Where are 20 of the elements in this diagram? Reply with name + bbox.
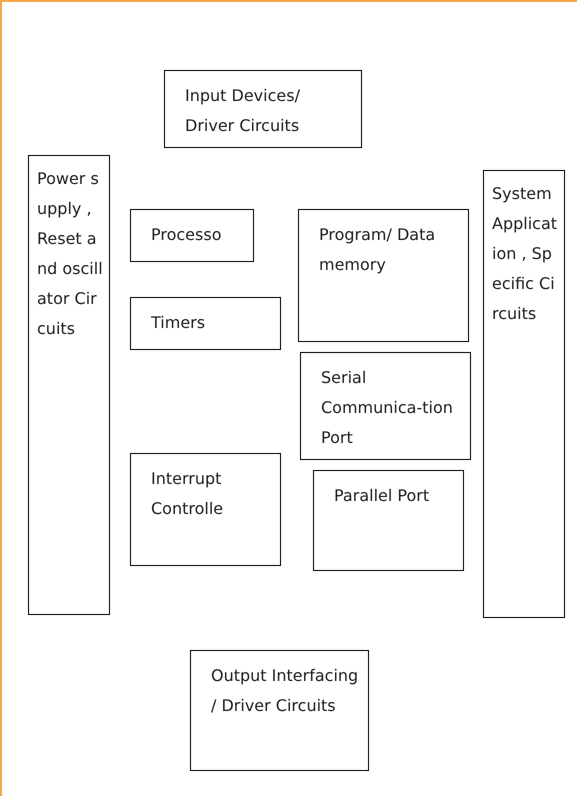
block-box (130, 453, 281, 566)
block-box (313, 470, 464, 571)
block-label: Input Devices/ Driver Circuits (185, 85, 301, 137)
block-label: Processo (151, 224, 222, 246)
block-box (164, 70, 362, 148)
block-box (130, 297, 281, 350)
block-label: Parallel Port (334, 485, 430, 507)
block-box (483, 170, 565, 618)
block-label: Power supply , Reset and oscillator Circuits (37, 168, 104, 340)
block-box (28, 155, 110, 615)
block-label: Output Interfacing / Driver Circuits (211, 665, 360, 717)
block-label: System Application , Specific Circuits (492, 183, 558, 325)
block-box (190, 650, 369, 771)
block-box (130, 209, 254, 262)
block-label: Serial Communica-tion Port (321, 367, 454, 449)
block-label: Program/ Data memory (319, 224, 436, 276)
block-box (300, 352, 471, 460)
block-label: Interrupt Controlle (151, 468, 224, 520)
block-label: Timers (151, 312, 206, 334)
block-box (298, 209, 469, 342)
